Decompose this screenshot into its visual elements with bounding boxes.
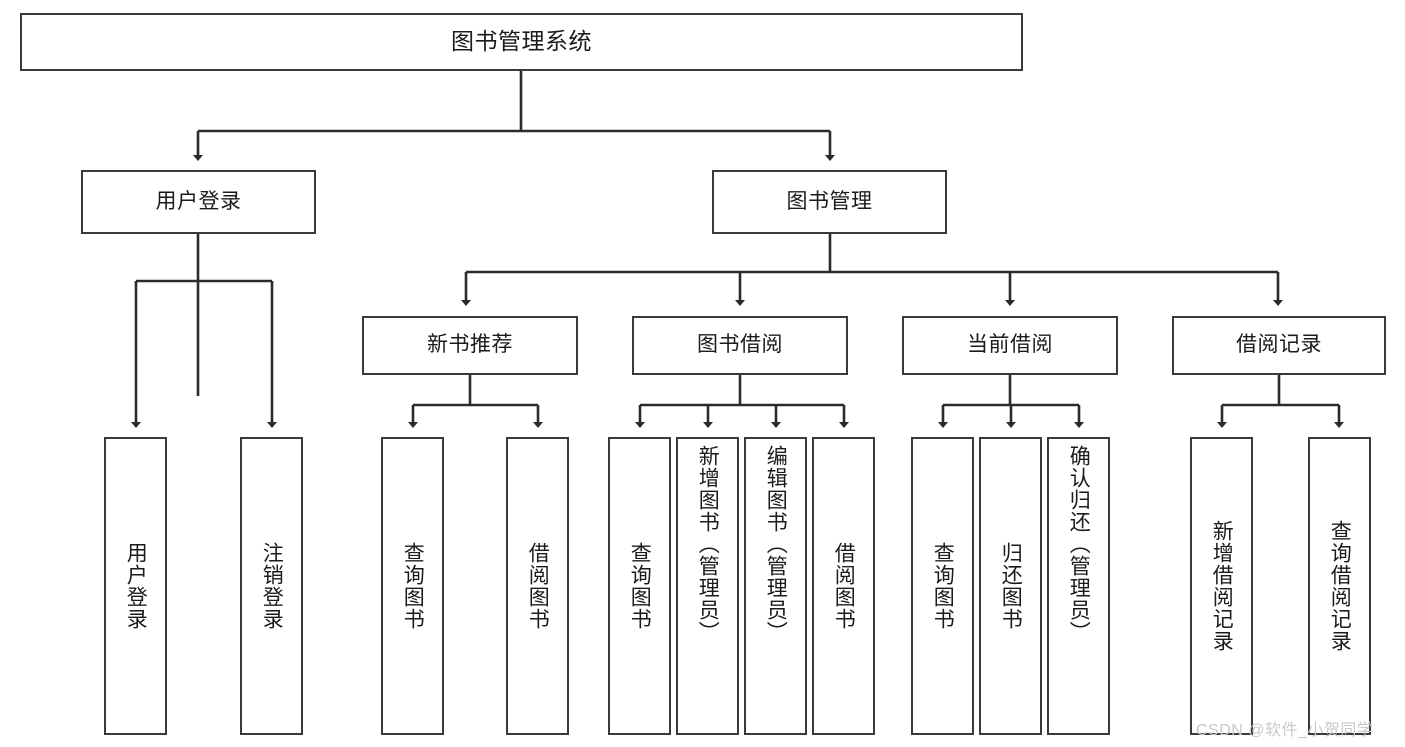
leaf-user-login[interactable]: 用户登录: [104, 437, 167, 735]
node-label: 新增图书（管理员）: [696, 445, 720, 643]
node-label: 新增借阅记录: [1210, 520, 1234, 652]
node-new-book-recommend[interactable]: 新书推荐: [362, 316, 578, 375]
node-label: 查询图书: [931, 542, 955, 630]
leaf-confirm-return-admin[interactable]: 确认归还（管理员）: [1047, 437, 1110, 735]
leaf-return-book[interactable]: 归还图书: [979, 437, 1042, 735]
node-current-borrow[interactable]: 当前借阅: [902, 316, 1118, 375]
leaf-add-borrow-record[interactable]: 新增借阅记录: [1190, 437, 1253, 735]
leaf-logout[interactable]: 注销登录: [240, 437, 303, 735]
node-label: 确认归还（管理员）: [1067, 445, 1091, 643]
node-borrow-record[interactable]: 借阅记录: [1172, 316, 1386, 375]
node-label: 借阅图书: [526, 542, 550, 630]
leaf-edit-book-admin[interactable]: 编辑图书（管理员）: [744, 437, 807, 735]
node-label: 用户登录: [124, 542, 148, 630]
node-user-login[interactable]: 用户登录: [81, 170, 316, 234]
leaf-add-book-admin[interactable]: 新增图书（管理员）: [676, 437, 739, 735]
node-label: 编辑图书（管理员）: [764, 445, 788, 643]
leaf-query-book-borrow[interactable]: 查询图书: [608, 437, 671, 735]
node-root-system[interactable]: 图书管理系统: [20, 13, 1023, 71]
node-label: 图书管理系统: [451, 28, 592, 55]
node-label: 新书推荐: [427, 333, 513, 357]
node-label: 用户登录: [155, 189, 242, 213]
node-book-management[interactable]: 图书管理: [712, 170, 947, 234]
node-label: 图书管理: [786, 189, 873, 213]
node-label: 借阅图书: [832, 542, 856, 630]
node-label: 归还图书: [999, 542, 1023, 630]
node-book-borrow[interactable]: 图书借阅: [632, 316, 848, 375]
leaf-borrow-book[interactable]: 借阅图书: [812, 437, 875, 735]
csdn-watermark: CSDN @软件_小贺同学: [1196, 722, 1374, 739]
leaf-query-book-recommend[interactable]: 查询图书: [381, 437, 444, 735]
node-label: 借阅记录: [1236, 333, 1322, 357]
leaf-query-borrow-record[interactable]: 查询借阅记录: [1308, 437, 1371, 735]
node-label: 查询图书: [401, 542, 425, 630]
leaf-query-book-current[interactable]: 查询图书: [911, 437, 974, 735]
node-label: 图书借阅: [697, 333, 783, 357]
leaf-borrow-book-recommend[interactable]: 借阅图书: [506, 437, 569, 735]
node-label: 注销登录: [260, 542, 284, 630]
node-label: 当前借阅: [967, 333, 1053, 357]
node-label: 查询借阅记录: [1328, 520, 1352, 652]
node-label: 查询图书: [628, 542, 652, 630]
